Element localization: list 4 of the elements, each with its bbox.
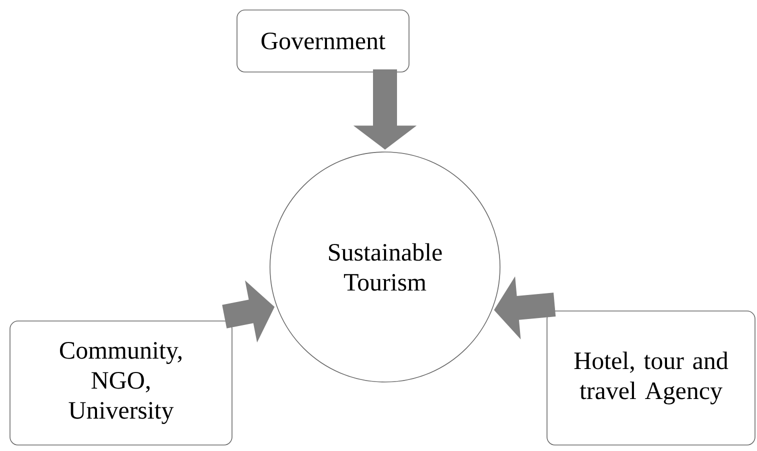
circle-node: Sustainable Tourism bbox=[270, 152, 500, 382]
rounded-box: Hotel, tour and travel Agency bbox=[546, 310, 756, 446]
rounded-box: Community, NGO, University bbox=[10, 320, 232, 446]
rounded-box: Government bbox=[236, 10, 410, 72]
